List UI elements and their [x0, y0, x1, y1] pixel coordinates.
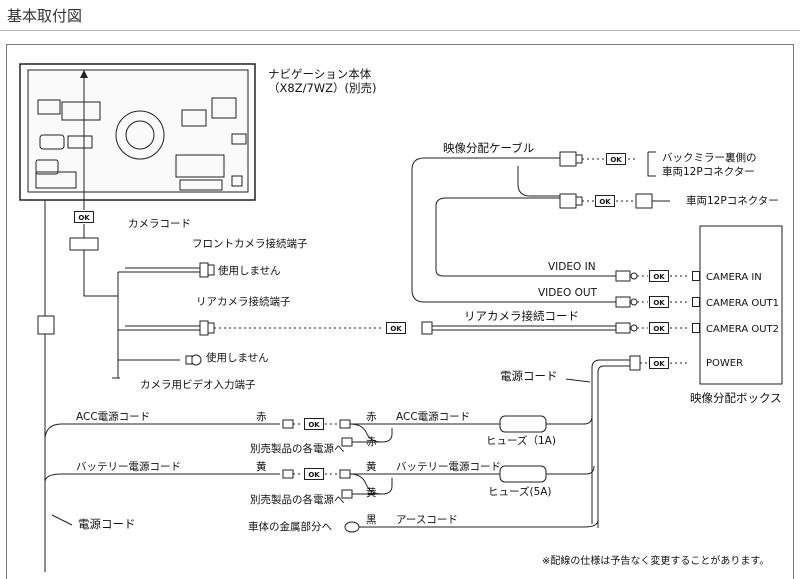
power-cord-label: 電源コード [500, 369, 558, 383]
acc-cord-label-2: ACC電源コード [396, 411, 471, 423]
ground-cord-label: アースコード [396, 514, 458, 526]
ok-badge: OK [649, 322, 669, 334]
acc-color-3: 赤 [366, 436, 377, 448]
acc-note: 別売製品の各電源へ [250, 443, 345, 455]
battery-color-2: 黄 [366, 461, 377, 473]
video-out-label: VIDEO OUT [538, 287, 597, 299]
video-in-label: VIDEO IN [548, 261, 596, 273]
split-box-title: 映像分配ボックス [690, 391, 782, 405]
ok-badge: OK [649, 296, 669, 308]
footnote: ※配線の仕様は予告なく変更することがあります。 [542, 556, 770, 567]
split-cable-label: 映像分配ケーブル [443, 141, 535, 155]
ok-badge: OK [304, 468, 324, 480]
header-bar: 基本取付図 [0, 0, 800, 31]
ok-badge: OK [649, 270, 669, 282]
ok-badge: OK [595, 195, 615, 207]
mirror-connector-line2: 車両12Pコネクター [662, 166, 755, 178]
ok-badge: OK [649, 357, 669, 369]
port-camera-out1: CAMERA OUT1 [706, 298, 779, 309]
camera-cord-label: カメラコード [128, 218, 191, 230]
battery-cord-label: バッテリー電源コード [76, 461, 181, 473]
ok-badge: OK [304, 418, 324, 430]
port-jack [692, 323, 700, 333]
video-input-unused: 使用しません [206, 352, 269, 364]
diagram-frame [6, 44, 794, 579]
battery-cord-label-2: バッテリー電源コード [396, 461, 501, 473]
battery-note: 別売製品の各電源へ [250, 494, 345, 506]
front-camera-unused: 使用しません [218, 265, 281, 277]
vehicle-connector-label: 車両12Pコネクター [686, 195, 779, 207]
port-jack [692, 271, 700, 281]
port-camera-out2: CAMERA OUT2 [706, 324, 779, 335]
ok-badge: OK [606, 153, 626, 165]
acc-cord-label: ACC電源コード [76, 411, 151, 423]
video-input-label: カメラ用ビデオ入力端子 [140, 379, 256, 391]
rear-camera-label: リアカメラ接続端子 [196, 296, 291, 308]
port-power: POWER [706, 358, 744, 369]
ground-note: 車体の金属部分へ [248, 521, 332, 533]
battery-color-3: 黄 [366, 487, 377, 499]
ok-badge: OK [386, 322, 406, 334]
front-camera-label: フロントカメラ接続端子 [192, 238, 308, 250]
nav-unit-name: ナビゲーション本体 [268, 67, 372, 81]
battery-fuse-label: ヒューズ(5A) [488, 486, 552, 498]
main-power-cord-label: 電源コード [78, 517, 136, 531]
acc-fuse-label: ヒューズ（1A) [486, 435, 556, 447]
rear-camera-cord-label: リアカメラ接続コード [464, 309, 579, 323]
battery-color-1: 黄 [256, 461, 267, 473]
acc-color-2: 赤 [366, 411, 377, 423]
split-box-frame [699, 225, 783, 385]
mirror-connector-line1: バックミラー裏側の [662, 152, 757, 164]
port-camera-in: CAMERA IN [706, 272, 762, 283]
ok-badge: OK [74, 211, 94, 223]
port-jack [692, 297, 700, 307]
ground-color: 黒 [366, 514, 377, 526]
acc-color-1: 赤 [256, 411, 267, 423]
page-title: 基本取付図 [7, 7, 83, 25]
cable-clamp [37, 315, 55, 335]
nav-unit-model: （X8Z/7WZ）(別売) [268, 81, 377, 95]
